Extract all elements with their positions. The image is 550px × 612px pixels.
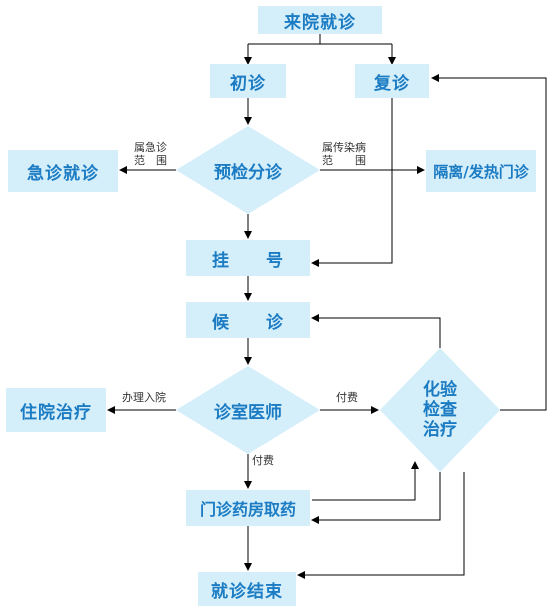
consult-label: 诊室医师 bbox=[214, 402, 282, 423]
emergency-range-label-a: 属急诊 bbox=[134, 141, 167, 154]
lab-diamond bbox=[380, 348, 500, 472]
emergency-range-label-b: 范 围 bbox=[134, 154, 167, 167]
arrow-return-to-register bbox=[311, 98, 393, 267]
consult-diamond bbox=[176, 366, 320, 454]
first-visit-node: 初诊 bbox=[210, 64, 286, 98]
return-visit-node: 复诊 bbox=[355, 64, 429, 98]
pay-lab-label: 付费 bbox=[336, 391, 358, 404]
arrive-node: 来院就诊 bbox=[258, 6, 382, 34]
triage-diamond bbox=[176, 126, 320, 214]
hospitalize-node: 住院治疗 bbox=[6, 388, 106, 432]
emergency-node: 急诊就诊 bbox=[8, 150, 118, 192]
end-node: 就诊结束 bbox=[198, 572, 296, 606]
admit-label: 办理入院 bbox=[122, 391, 166, 404]
arrow-lab-to-pharmacy bbox=[311, 472, 441, 524]
isolation-node: 隔离/发热门诊 bbox=[426, 150, 536, 192]
arrow-lab-to-waiting bbox=[311, 314, 441, 348]
pay-pharmacy-label: 付费 bbox=[252, 454, 274, 467]
triage-label: 预检分诊 bbox=[214, 162, 282, 183]
arrow-pharmacy-to-lab bbox=[312, 461, 419, 501]
lab-label: 化验 检查 治疗 bbox=[423, 380, 457, 440]
arrow-lab-to-return-visit bbox=[431, 74, 547, 411]
arrow-to-first-visit bbox=[248, 43, 392, 64]
infectious-range-label-a: 属传染病 bbox=[322, 141, 366, 154]
register-node: 挂 号 bbox=[186, 240, 310, 276]
pharmacy-node: 门诊药房取药 bbox=[186, 490, 310, 526]
infectious-range-label-b: 范 围 bbox=[322, 154, 366, 167]
waiting-node: 候 诊 bbox=[186, 302, 310, 338]
arrow-lab-to-end bbox=[297, 472, 465, 579]
